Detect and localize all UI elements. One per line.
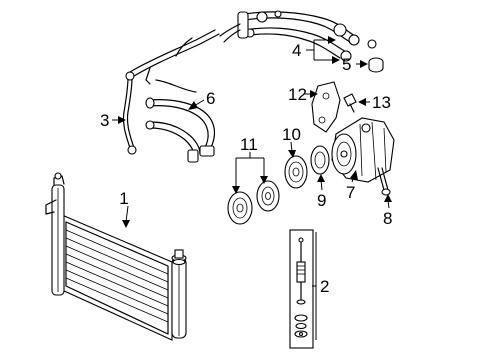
pulley-small: [310, 145, 330, 175]
callout-5: 5: [342, 55, 351, 74]
callout-4: 4: [292, 41, 301, 60]
compressor: [331, 117, 395, 183]
manifold-hoses: [219, 10, 377, 62]
callout-3: 3: [100, 111, 109, 130]
clutch-plate-left: [227, 191, 253, 225]
callout-6: 6: [206, 89, 215, 108]
callout-7: 7: [346, 183, 355, 202]
callout-11: 11: [240, 135, 258, 154]
suction-line: [145, 79, 216, 163]
leader-lines: [112, 36, 392, 340]
callout-13: 13: [372, 93, 391, 112]
mounting-bolt: [343, 93, 357, 113]
valve-kit: [289, 229, 314, 349]
callout-9: 9: [317, 191, 326, 210]
clutch-plate-right: [256, 180, 280, 212]
service-cap: [368, 57, 384, 73]
callout-8: 8: [383, 209, 392, 228]
liquid-line: [122, 29, 220, 155]
condenser: [45, 172, 187, 341]
callout-labels: 1 2 3 4 5 6 7 8 9 10 11 12 13: [100, 41, 392, 296]
pulley-large: [284, 155, 308, 189]
callout-2: 2: [320, 277, 329, 296]
compressor-bracket: [311, 81, 341, 133]
callout-12: 12: [288, 85, 307, 104]
long-bolt: [377, 167, 391, 196]
callout-10: 10: [282, 125, 301, 144]
callout-1: 1: [119, 189, 128, 208]
